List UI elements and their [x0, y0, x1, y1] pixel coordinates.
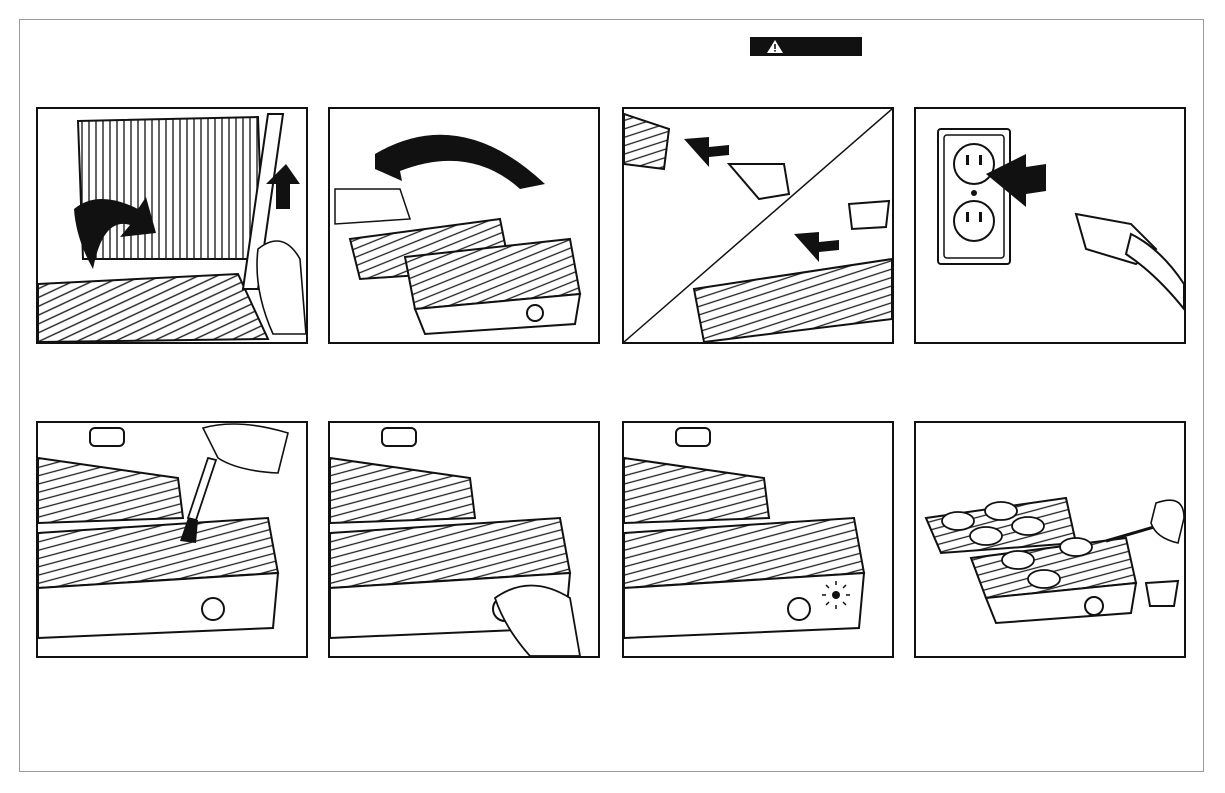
grill-remove-wrap-illustration	[330, 109, 598, 342]
panel-preheat-light	[622, 421, 894, 658]
outlet-plug-illustration	[916, 109, 1184, 342]
warning-badge	[750, 37, 862, 56]
grill-drip-tray-illustration	[624, 109, 892, 342]
panel-insert-drip-tray	[622, 107, 894, 344]
grill-patties-illustration	[916, 423, 1184, 656]
grill-turn-dial-illustration	[330, 423, 598, 656]
panel-cook-patties	[914, 421, 1186, 658]
warning-triangle-icon	[766, 39, 784, 54]
panel-plug-in	[914, 107, 1186, 344]
panel-turn-dial	[328, 421, 600, 658]
panel-remove-wrap	[328, 107, 600, 344]
panel-open-lid	[36, 107, 308, 344]
grill-preheat-light-illustration	[624, 423, 892, 656]
grill-open-lid-illustration	[38, 109, 306, 342]
grill-brush-oil-illustration	[38, 423, 306, 656]
panel-brush-oil	[36, 421, 308, 658]
